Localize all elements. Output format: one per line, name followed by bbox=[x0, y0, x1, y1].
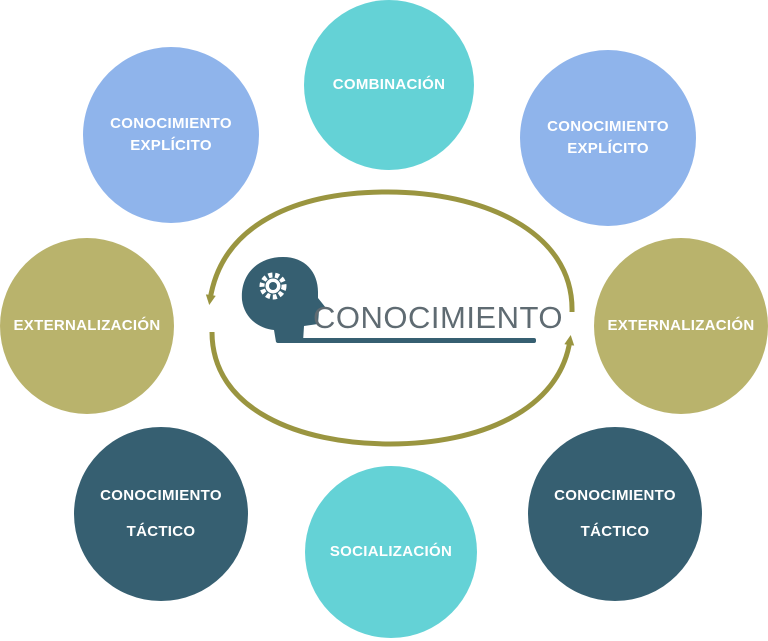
upper-cycle-arrow bbox=[205, 189, 575, 313]
node-explicito-left: CONOCIMIENTO EXPLÍCITO bbox=[83, 47, 259, 223]
head-gear-icon bbox=[241, 257, 536, 343]
center-title: CONOCIMIENTO bbox=[313, 300, 563, 335]
node-tactico-left-line2: TÁCTICO bbox=[126, 523, 196, 540]
node-socializacion-label: SOCIALIZACIÓN bbox=[329, 543, 453, 560]
node-combinacion: COMBINACIÓN bbox=[304, 0, 474, 170]
lower-cycle-arrow bbox=[209, 331, 575, 447]
node-externalizacion-left-label: EXTERNALIZACIÓN bbox=[13, 317, 161, 334]
node-tactico-right: CONOCIMIENTO TÁCTICO bbox=[528, 427, 702, 601]
node-tactico-right-line2: TÁCTICO bbox=[580, 523, 650, 540]
node-combinacion-label: COMBINACIÓN bbox=[332, 76, 446, 93]
node-explicito-left-line1: CONOCIMIENTO bbox=[110, 115, 232, 132]
node-explicito-left-line2: EXPLÍCITO bbox=[130, 137, 212, 154]
node-tactico-left-line1: CONOCIMIENTO bbox=[100, 487, 222, 504]
node-externalizacion-left: EXTERNALIZACIÓN bbox=[0, 238, 174, 414]
node-externalizacion-right: EXTERNALIZACIÓN bbox=[594, 238, 768, 414]
node-tactico-right-line1: CONOCIMIENTO bbox=[554, 487, 676, 504]
node-explicito-right: CONOCIMIENTO EXPLÍCITO bbox=[520, 50, 696, 226]
node-tactico-left: CONOCIMIENTO TÁCTICO bbox=[74, 427, 248, 601]
node-explicito-right-line1: CONOCIMIENTO bbox=[547, 118, 669, 135]
node-externalizacion-right-label: EXTERNALIZACIÓN bbox=[607, 317, 755, 334]
node-socializacion: SOCIALIZACIÓN bbox=[305, 466, 477, 638]
node-explicito-right-line2: EXPLÍCITO bbox=[567, 140, 649, 157]
